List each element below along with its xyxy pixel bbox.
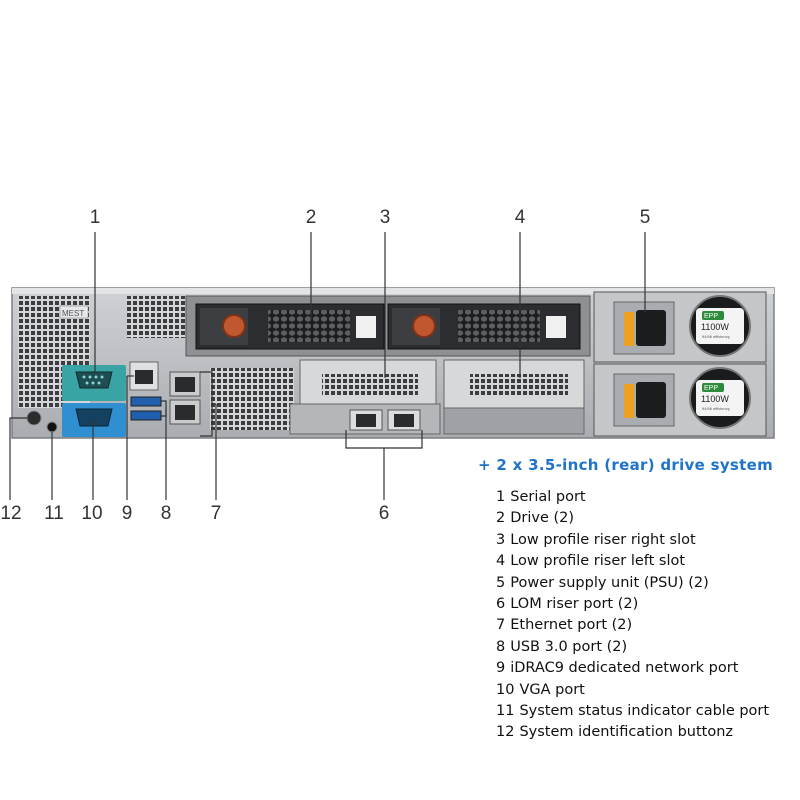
- psu-badge-lower: EPP: [704, 385, 718, 392]
- psu-upper: EPP 1100W 94/96 efficiency: [593, 291, 767, 363]
- psu-badge-upper: EPP: [704, 313, 718, 320]
- ethernet-port-upper: [175, 377, 195, 392]
- legend-text: LOM riser port (2): [510, 596, 639, 613]
- legend-number: 11: [496, 703, 515, 720]
- status-indicator-cable-port: [46, 421, 58, 433]
- upper-vent: [127, 296, 185, 338]
- callout-3: 3: [379, 207, 391, 228]
- leader-lines: [9, 232, 646, 500]
- center-vent: [210, 368, 294, 430]
- leader-12: [9, 417, 27, 500]
- riser-left-lower-plate: [443, 407, 585, 435]
- callout-7: 7: [210, 503, 222, 524]
- callout-2: 2: [305, 207, 317, 228]
- legend-text: Ethernet port (2): [510, 617, 633, 634]
- psu-note-lower: 94/96 efficiency: [702, 406, 730, 411]
- drive-system-heading: + 2 x 3.5-inch (rear) drive system: [478, 456, 774, 474]
- drive-bay-right: [387, 303, 581, 350]
- legend-text: System status indicator cable port: [519, 703, 770, 720]
- callout-9: 9: [121, 503, 133, 524]
- legend-number: 12: [496, 724, 515, 741]
- mest-label-box: [59, 305, 89, 319]
- usb-port-upper: [130, 396, 162, 407]
- mest-label: MEST: [62, 309, 84, 318]
- legend-number: 5: [496, 574, 506, 591]
- legend-number: 1: [496, 489, 506, 505]
- legend-text: Serial port: [510, 489, 586, 505]
- callout-5: 5: [639, 207, 651, 228]
- callout-6: 6: [378, 503, 390, 524]
- idrac-port: [135, 370, 153, 384]
- psu-rating-lower: 1100W: [701, 394, 729, 404]
- lom-port-left: [356, 414, 376, 427]
- riser-left-slot-vent: [470, 374, 568, 396]
- legend-number: 10: [496, 681, 515, 698]
- legend-number: 6: [496, 596, 506, 613]
- callout-11: 11: [44, 503, 64, 524]
- vga-port-connector: [75, 408, 113, 427]
- callout-12: 12: [0, 503, 22, 524]
- legend-text: Drive (2): [510, 510, 575, 527]
- chassis-top-edge: [12, 288, 774, 294]
- legend-number: 9: [496, 660, 506, 677]
- legend-text: Low profile riser left slot: [510, 553, 686, 570]
- serial-port-connector: [75, 371, 113, 389]
- legend-number: 4: [496, 553, 506, 570]
- serial-port-pins: [82, 375, 104, 385]
- psu-rating-upper: 1100W: [701, 322, 729, 332]
- psu-note-upper: 94/96 efficiency: [702, 334, 730, 339]
- legend-number: 3: [496, 531, 506, 548]
- psu-lower: EPP 1100W 94/96 efficiency: [593, 363, 767, 437]
- legend-text: iDRAC9 dedicated network port: [510, 660, 739, 677]
- legend-number: 8: [496, 638, 506, 655]
- callout-4: 4: [514, 207, 526, 228]
- legend-text: System identification buttonz: [519, 724, 734, 741]
- legend-text: USB 3.0 port (2): [510, 638, 628, 655]
- lom-port-right: [394, 414, 414, 427]
- callout-1: 1: [89, 207, 101, 228]
- drive-bay-left: [195, 303, 385, 350]
- system-identification-button: [26, 410, 42, 426]
- legend-text: VGA port: [519, 681, 585, 698]
- legend-number: 7: [496, 617, 506, 634]
- ethernet-port-lower: [175, 405, 195, 420]
- legend-number: 2: [496, 510, 506, 527]
- legend-text: Power supply unit (PSU) (2): [510, 574, 709, 591]
- legend-text: Low profile riser right slot: [510, 531, 696, 548]
- callout-10: 10: [81, 503, 103, 524]
- usb-port-lower: [130, 410, 162, 421]
- riser-right-slot-vent: [322, 374, 418, 396]
- callout-8: 8: [160, 503, 172, 524]
